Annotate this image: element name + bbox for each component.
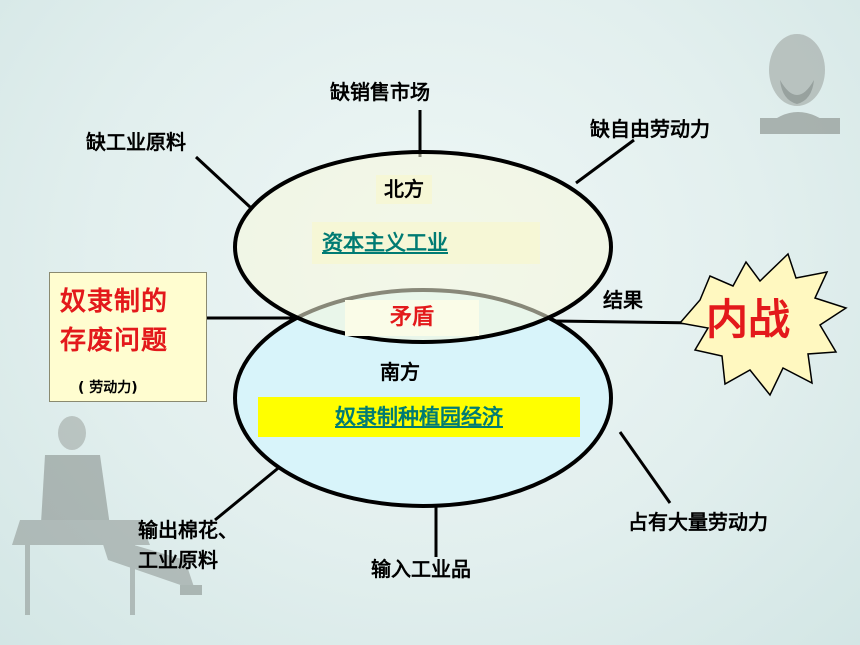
slavery-issue-note: ( 劳动力) — [78, 380, 138, 396]
south-export-line-2: 工业原料 — [138, 548, 218, 572]
north-economy-box: 资本主义工业 — [312, 222, 540, 264]
line-raw-materials — [194, 155, 252, 209]
north-title: 北方 — [376, 175, 432, 204]
slavery-issue-title: 奴隶制的 存废问题 — [60, 283, 168, 361]
north-problem-market: 缺销售市场 — [330, 80, 430, 104]
slavery-issue-box: 奴隶制的 存废问题 ( 劳动力) — [49, 272, 207, 402]
slavery-issue-line-1: 奴隶制的 — [60, 287, 169, 317]
result-label: 结果 — [603, 288, 643, 312]
civil-war-burst — [678, 252, 848, 397]
north-problem-raw-materials: 缺工业原料 — [86, 130, 186, 154]
south-trait-import: 输入工业品 — [371, 557, 471, 581]
line-labor-south — [618, 431, 672, 504]
conflict-box: 矛盾 — [345, 300, 479, 336]
seated-figure-illustration — [12, 416, 202, 615]
line-export — [214, 463, 283, 522]
south-export-line-1: 输出棉花、 — [138, 518, 238, 542]
south-economy[interactable]: 奴隶制种植园经济 — [335, 405, 503, 429]
portrait-illustration — [760, 34, 840, 134]
slavery-issue-line-2: 存废问题 — [60, 326, 169, 356]
line-labor-north — [575, 138, 635, 185]
north-economy[interactable]: 资本主义工业 — [322, 231, 448, 255]
north-problem-labor: 缺自由劳动力 — [590, 117, 710, 141]
conflict-label: 矛盾 — [389, 305, 434, 330]
south-economy-box: 奴隶制种植园经济 — [258, 397, 580, 437]
south-title: 南方 — [380, 360, 420, 384]
south-trait-labor: 占有大量劳动力 — [628, 510, 768, 534]
result-civil-war: 内战 — [706, 295, 791, 344]
south-trait-export: 输出棉花、 工业原料 — [138, 515, 238, 575]
